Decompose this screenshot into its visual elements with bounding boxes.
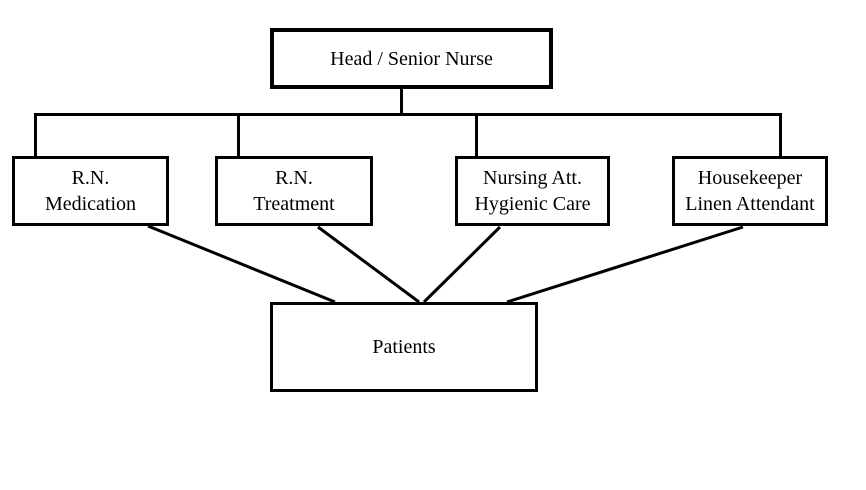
node-nursing-att-hygienic-care: Nursing Att. Hygienic Care [455, 156, 610, 226]
node-patients: Patients [270, 302, 538, 392]
node-label-line: Treatment [253, 193, 335, 215]
node-head-senior-nurse: Head / Senior Nurse [270, 28, 553, 89]
node-label: Head / Senior Nurse [330, 47, 493, 70]
connector-diagonal-treatment-patients [317, 225, 420, 304]
node-housekeeper-linen-attendant: Housekeeper Linen Attendant [672, 156, 828, 226]
node-rn-medication: R.N. Medication [12, 156, 169, 226]
connector-rail [34, 113, 782, 157]
node-label-line: Nursing Att. [483, 167, 582, 189]
connector-diagonal-hygienic-patients [422, 225, 502, 304]
node-label-line: R.N. [275, 167, 313, 189]
node-label-line: Housekeeper [697, 167, 803, 189]
node-rn-treatment: R.N. Treatment [215, 156, 373, 226]
connector-diagonal-medication-patients [147, 224, 336, 304]
node-label-line: Medication [44, 193, 137, 215]
node-label-line: R.N. [71, 167, 110, 189]
node-label-line: Hygienic Care [474, 193, 591, 215]
connector-diagonal-housekeeper-patients [506, 225, 744, 304]
node-label: Patients [372, 336, 436, 358]
node-label-line: Linen Attendant [685, 193, 815, 215]
